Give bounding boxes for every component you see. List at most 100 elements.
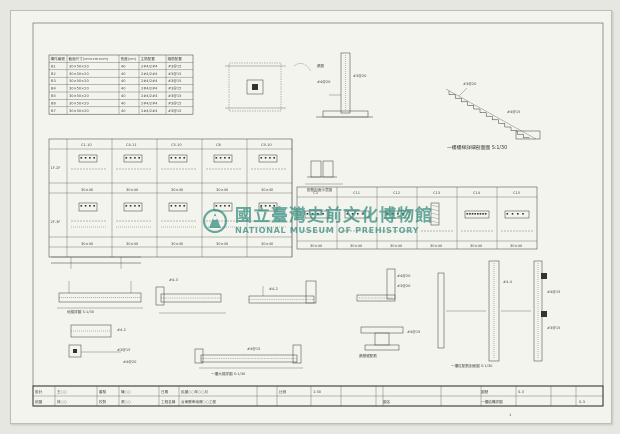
schedule-cell: 2#4/2#4 — [141, 101, 158, 105]
schedule-cell: 40 — [121, 64, 126, 68]
title-block-cell: 陳○○ — [121, 389, 131, 394]
svg-text:牆筋: 牆筋 — [317, 63, 325, 68]
schedule-cell: #3@15 — [168, 79, 181, 83]
schedule-cell: B2 — [51, 72, 56, 76]
schedule-cell: #3@15 — [168, 101, 181, 105]
title-block-cell: 審核 — [99, 389, 107, 394]
column-row-label: 2F-3F — [51, 220, 61, 224]
column-size-cell: 30×40 — [261, 242, 274, 246]
title-block-cell: 王○○ — [57, 390, 67, 394]
museum-name-chinese: 國立臺灣史前文化博物館 — [235, 205, 433, 226]
schedule-cell: 30×50×20 — [69, 72, 89, 76]
schedule-cell: 30×50×20 — [69, 94, 89, 98]
column-header-cell: C4-11 — [126, 143, 137, 147]
title-block-cell: 工程名稱 — [161, 399, 176, 404]
schedule-header-cell: 箍筋配置 — [168, 56, 183, 61]
schedule-cell: #3@15 — [168, 64, 181, 68]
schedule-cell: #3@15 — [168, 109, 181, 113]
schedule-cell: 2#4/2#4 — [141, 64, 158, 68]
schedule-cell: 40 — [121, 101, 126, 105]
beam-header-cell: C13 — [433, 191, 440, 195]
schedule-cell: 30×50×20 — [69, 101, 89, 105]
column-header-cell: C5-10 — [171, 143, 182, 147]
svg-text:#4@15: #4@15 — [547, 290, 560, 294]
beam-header-cell: C15 — [513, 191, 520, 195]
page-number: 1 — [509, 413, 511, 417]
column-size-cell: 30×40 — [171, 188, 184, 192]
beam-detail-b-caption: 一樓大樑詳圖 S:1/30 — [211, 371, 246, 376]
title-block-cell: 繪圖 — [35, 399, 43, 404]
beam-size-cell: 30×40 — [430, 244, 443, 248]
main-beam-detail: #4-3 #4-2 #4@15 一樓大樑詳圖 S:1/30 — [155, 278, 317, 376]
column-size-cell: 30×40 — [126, 188, 139, 192]
column-row-label: 1F-2F — [51, 166, 61, 170]
beam-header-cell: C14 — [473, 191, 481, 195]
beam-size-cell: 30×40 — [510, 244, 523, 248]
schedule-cell: 30×50×20 — [69, 109, 89, 113]
svg-text:#4-2: #4-2 — [117, 328, 126, 332]
retaining-wall-detail: #4@20 #3@20 牆基礎配筋 #4@15 — [356, 268, 420, 358]
column-size-cell: 30×40 — [216, 242, 229, 246]
schedule-cell: 2#4/2#4 — [141, 87, 158, 91]
svg-text:#4@15: #4@15 — [507, 110, 520, 114]
svg-text:#3@20: #3@20 — [463, 82, 477, 86]
schedule-cell: 2#4/2#4 — [141, 109, 158, 113]
museum-name-english: NATIONAL MUSEUM OF PREHISTORY — [235, 225, 420, 235]
column-header-cell: C8 — [216, 143, 222, 147]
schedule-cell: #3@15 — [168, 72, 181, 76]
museum-watermark: 國立臺灣史前文化博物館 NATIONAL MUSEUM OF PREHISTOR… — [202, 205, 433, 235]
stair-detail: #3@20 #4@15 一樓樓梯詳細剖面圖 S:1/30 — [445, 82, 541, 151]
beam-size-cell: 30×40 — [470, 244, 483, 248]
schedule-cell: B7 — [51, 109, 56, 113]
beam-header-cell: C11 — [353, 191, 360, 195]
title-block-cell: S-3 — [518, 390, 524, 394]
title-block-cell: 設計 — [35, 389, 43, 394]
column-size-cell: 30×40 — [261, 188, 274, 192]
column-size-cell: 30×40 — [81, 242, 94, 246]
svg-text:#4@15: #4@15 — [247, 347, 260, 351]
column-table-frame — [48, 138, 293, 258]
schedule-cell: 40 — [121, 87, 126, 91]
wall-section-detail: 牆筋 #4@20 #3@20 — [293, 52, 373, 118]
title-block-cell: 民國○○年○○月 — [181, 389, 208, 394]
column-size-cell: 30×40 — [126, 242, 139, 246]
svg-text:#4@20: #4@20 — [317, 80, 331, 84]
schedule-cell: 30×50×20 — [69, 64, 89, 68]
svg-text:#4@15: #4@15 — [407, 330, 420, 334]
column-size-cell: 30×40 — [81, 188, 94, 192]
slab-sections-caption: 配筋剖面示意圖 — [307, 187, 333, 192]
title-block-cell: 林○○ — [57, 399, 67, 404]
schedule-cell: 30×50×20 — [69, 87, 89, 91]
beam-size-cell: 30×40 — [350, 244, 363, 248]
svg-text:#3@20: #3@20 — [397, 284, 411, 288]
svg-text:#4-4: #4-4 — [503, 280, 513, 284]
schedule-cell: #3@15 — [168, 94, 181, 98]
column-size-cell: 30×40 — [171, 242, 184, 246]
schedule-header-cell: 主筋配置 — [141, 56, 156, 61]
schedule-cell: 40 — [121, 72, 126, 76]
footing-plan-detail — [225, 62, 286, 112]
svg-text:#4-3: #4-3 — [169, 278, 178, 282]
beam-size-cell: 30×40 — [310, 244, 323, 248]
column-table: C1-10 C4-11 C5-10 C8 C9-10 1F-2F 2F-3F 30×40 30×… — [48, 138, 293, 258]
schedule-header-cell: 截面尺寸(cm×cm×cm) — [69, 56, 109, 61]
schedule-cell: 2#4/2#4 — [141, 94, 158, 98]
column-reinforcement-section: #4@15 #3@15 #4-4 一樓柱配筋剖面圖 S:1/30 — [437, 260, 560, 368]
beam-end-detail: #4-2 #3@15 #4@20 — [68, 324, 137, 364]
retaining-caption: 牆基礎配筋 — [359, 353, 377, 358]
column-header-cell: C1-10 — [81, 143, 92, 147]
schedule-cell: #3@15 — [168, 87, 181, 91]
column-header-cell: C9-10 — [261, 143, 272, 147]
svg-text:#4@20: #4@20 — [397, 274, 411, 278]
svg-text:#4@20: #4@20 — [123, 360, 137, 364]
schedule-cell: B3 — [51, 79, 56, 83]
schedule-cell: 40 — [121, 109, 126, 113]
museum-logo-icon — [202, 208, 228, 234]
svg-text:#3@20: #3@20 — [353, 74, 367, 78]
beam-header-cell: C12 — [393, 191, 400, 195]
sheet-number: S-3 — [579, 400, 585, 404]
